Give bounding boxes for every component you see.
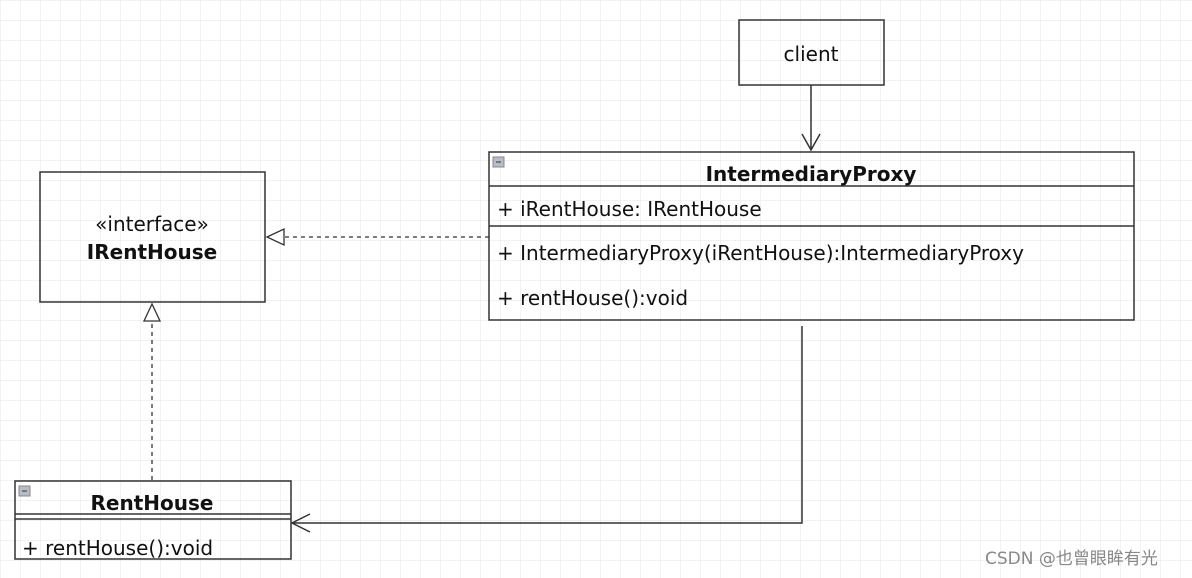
attribute: + iRentHouse: IRentHouse	[497, 197, 762, 221]
class-intermediaryproxy[interactable]: IntermediaryProxy + iRentHouse: IRentHou…	[488, 151, 1135, 321]
client-label: client	[784, 42, 839, 66]
client-dependency-arrow	[801, 85, 821, 152]
interface-irenthouse[interactable]: «interface» IRentHouse	[39, 171, 266, 303]
operation: + rentHouse():void	[497, 286, 688, 310]
operation: + rentHouse():void	[22, 536, 213, 560]
class-renthouse[interactable]: RentHouse + rentHouse():void	[14, 480, 292, 560]
collapse-icon[interactable]	[18, 485, 31, 497]
interface-stereotype: «interface»	[95, 212, 209, 236]
class-name: IntermediaryProxy	[706, 162, 917, 186]
realization-arrow-proxy	[265, 227, 489, 247]
operation: + IntermediaryProxy(iRentHouse):Intermed…	[497, 241, 1024, 265]
collapse-icon[interactable]	[492, 156, 505, 168]
realization-arrow-renthouse	[142, 302, 162, 480]
interface-name: IRentHouse	[87, 240, 217, 264]
association-arrow	[290, 326, 803, 533]
watermark: CSDN @也曾眼眸有光	[985, 549, 1158, 569]
class-name: RentHouse	[91, 491, 214, 515]
